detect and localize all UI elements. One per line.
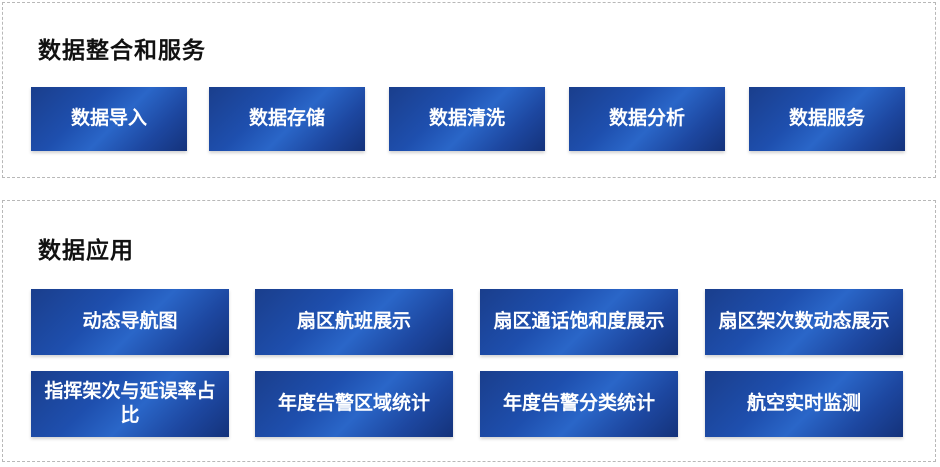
box-dynamic-nav-map: 动态导航图 — [31, 289, 229, 355]
box-data-import: 数据导入 — [31, 87, 187, 151]
box-data-storage: 数据存储 — [209, 87, 365, 151]
data-application-section: 数据应用 动态导航图 扇区航班展示 扇区通话饱和度展示 扇区架次数动态展示 指挥… — [2, 200, 936, 462]
box-data-service: 数据服务 — [749, 87, 905, 151]
section-title-apps: 数据应用 — [38, 238, 134, 264]
box-data-analysis: 数据分析 — [569, 87, 725, 151]
box-annual-alert-region-stats: 年度告警区域统计 — [255, 371, 453, 437]
box-annual-alert-category-stats: 年度告警分类统计 — [480, 371, 678, 437]
box-sector-call-saturation: 扇区通话饱和度展示 — [480, 289, 678, 355]
data-integration-section: 数据整合和服务 数据导入 数据存储 数据清洗 数据分析 数据服务 — [2, 2, 936, 178]
box-sector-sortie-dynamic: 扇区架次数动态展示 — [705, 289, 903, 355]
box-sector-flight-display: 扇区航班展示 — [255, 289, 453, 355]
box-command-sortie-delay-ratio: 指挥架次与延误率占比 — [31, 371, 229, 437]
box-data-cleaning: 数据清洗 — [389, 87, 545, 151]
section-title-services: 数据整合和服务 — [38, 38, 206, 64]
box-aviation-realtime-monitor: 航空实时监测 — [705, 371, 903, 437]
